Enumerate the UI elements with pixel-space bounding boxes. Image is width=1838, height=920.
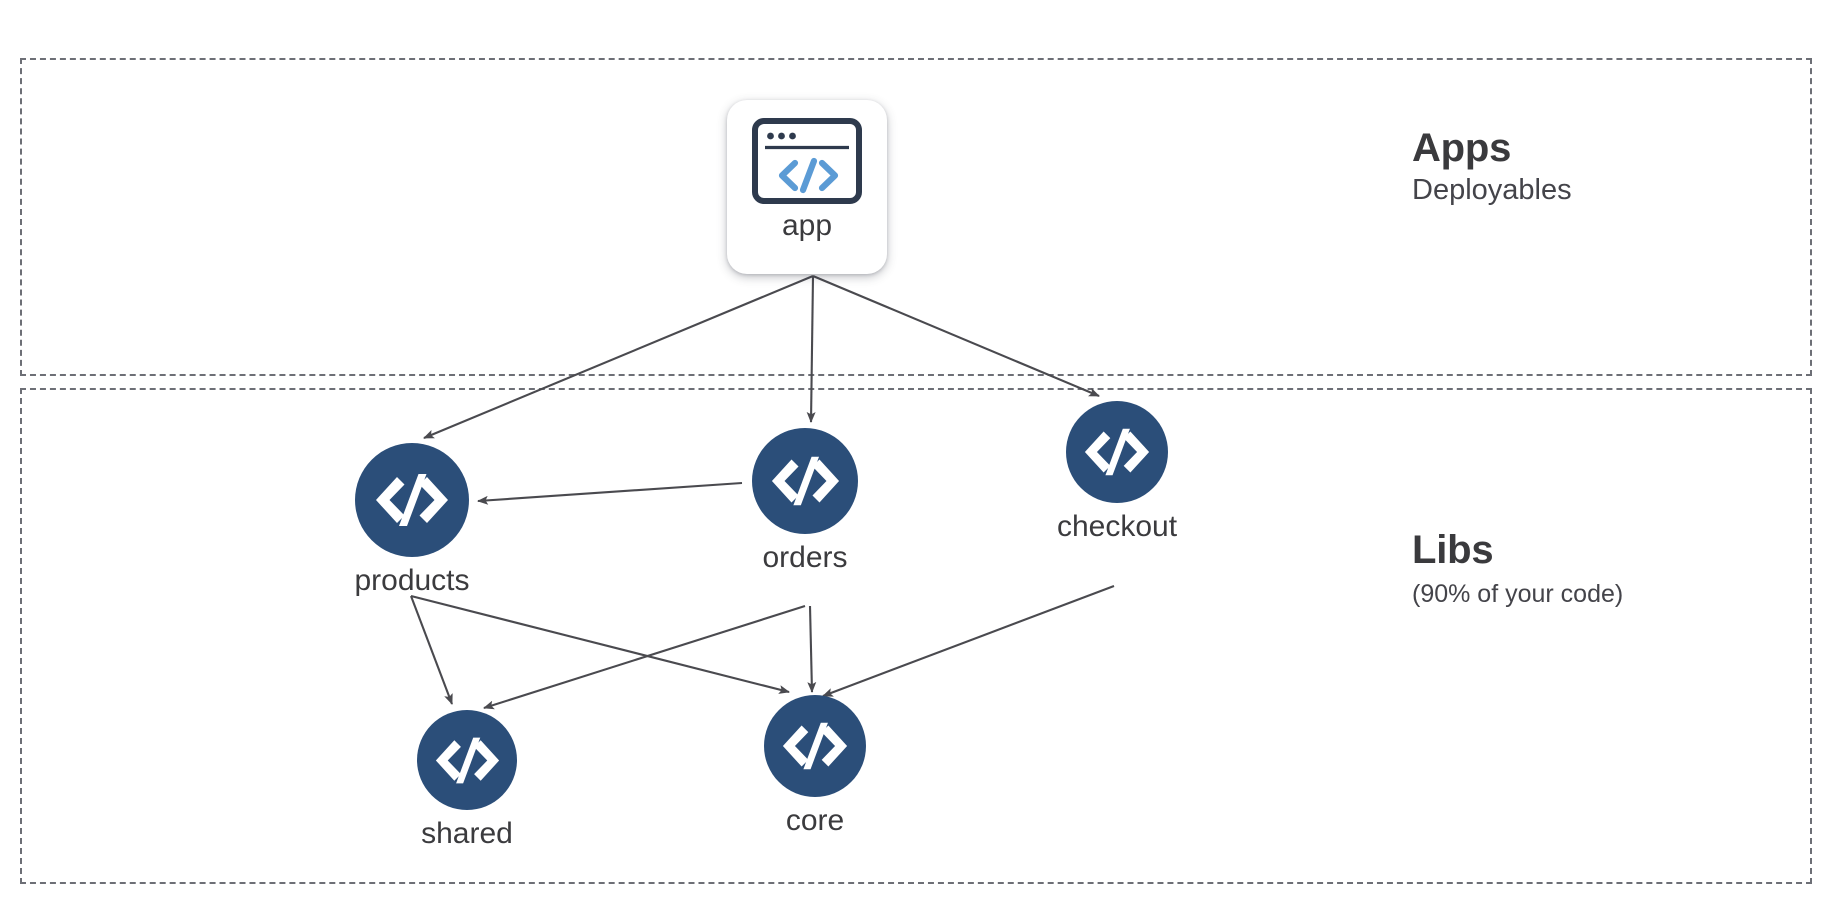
node-app-label: app xyxy=(781,209,833,242)
node-checkout-label: checkout xyxy=(1056,510,1178,543)
node-orders-circle[interactable] xyxy=(752,428,858,534)
zone-libs-caption: Libs (90% of your code) xyxy=(1412,528,1623,609)
node-products-label: products xyxy=(354,564,470,597)
code-icon xyxy=(435,737,499,783)
node-products-circle[interactable] xyxy=(355,443,469,557)
node-core-circle[interactable] xyxy=(764,695,866,797)
node-checkout[interactable]: checkout xyxy=(1002,401,1232,542)
node-products[interactable]: products xyxy=(297,443,527,596)
zone-apps-subtitle: Deployables xyxy=(1412,173,1572,206)
node-shared-label: shared xyxy=(421,817,513,850)
node-shared-circle[interactable] xyxy=(417,710,517,810)
node-orders-label: orders xyxy=(762,541,848,574)
node-core[interactable]: core xyxy=(700,695,930,836)
zone-apps xyxy=(20,58,1812,376)
code-icon xyxy=(376,474,448,526)
code-icon xyxy=(771,456,839,506)
node-checkout-circle[interactable] xyxy=(1066,401,1168,503)
node-orders[interactable]: orders xyxy=(690,428,920,573)
node-shared[interactable]: shared xyxy=(352,710,582,849)
browser-code-icon xyxy=(752,118,862,204)
zone-apps-title: Apps xyxy=(1412,126,1512,170)
code-icon xyxy=(782,722,848,770)
code-icon xyxy=(1084,428,1150,476)
node-app[interactable]: app xyxy=(727,100,887,274)
zone-libs-subtitle: (90% of your code) xyxy=(1412,579,1624,608)
zone-apps-caption: Apps Deployables xyxy=(1412,126,1572,208)
zone-libs-title: Libs xyxy=(1412,528,1494,572)
node-core-label: core xyxy=(785,804,845,837)
